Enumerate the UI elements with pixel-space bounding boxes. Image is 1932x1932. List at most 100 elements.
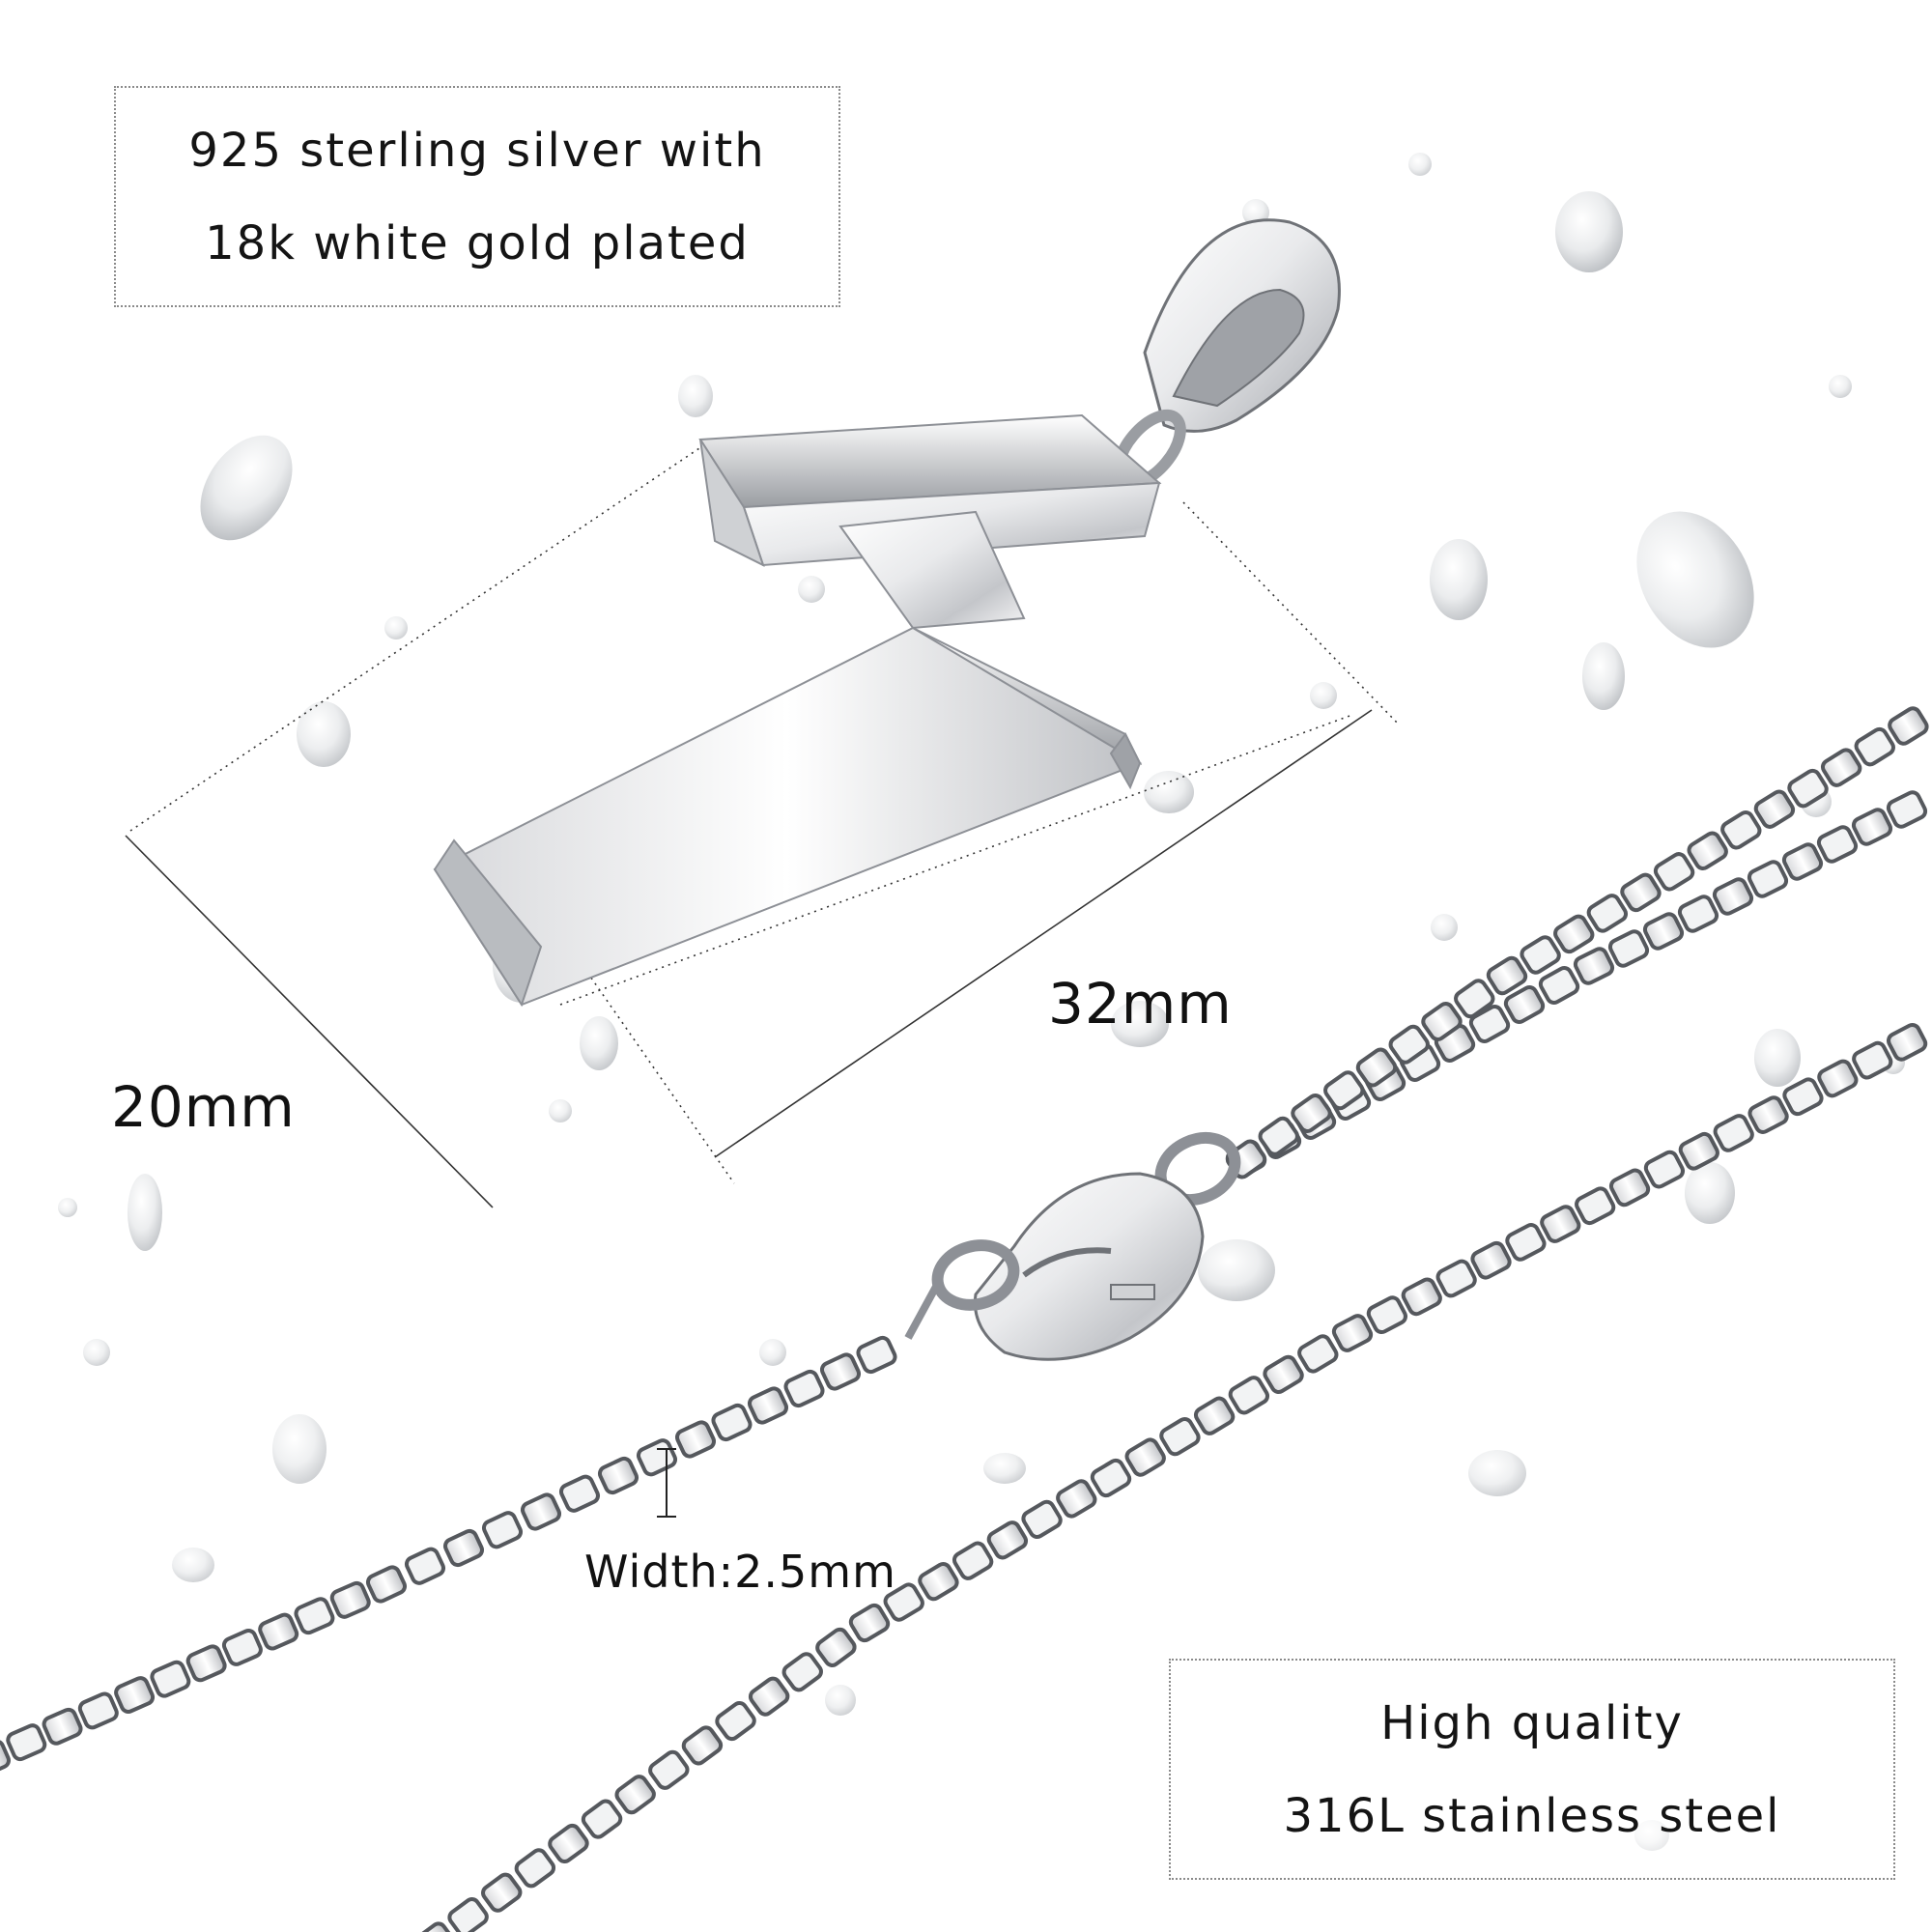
water-drop-icon [678, 375, 713, 417]
cross-beam [433, 510, 1143, 1008]
chain-link [856, 1335, 897, 1375]
chain-link [1851, 808, 1893, 846]
water-drop-icon [1829, 375, 1852, 398]
chain-link [365, 1565, 408, 1604]
chain-link [42, 1707, 83, 1746]
chain-link [1608, 1168, 1651, 1208]
chain-link [1747, 860, 1789, 898]
chain-link [114, 1676, 156, 1714]
clasp-lever [1110, 1284, 1155, 1300]
water-drop-icon [1636, 511, 1754, 648]
material-info-box: 925 sterling silver with 18k white gold … [114, 86, 840, 307]
water-drop-icon [759, 1339, 786, 1366]
chain-link [1653, 852, 1695, 892]
water-drop-icon [798, 576, 825, 603]
chain-link [1228, 1376, 1270, 1415]
chain-link [986, 1520, 1029, 1560]
water-drop-icon [1111, 1001, 1169, 1047]
chain-link [1886, 790, 1928, 829]
chain-link [581, 1799, 623, 1839]
chain-link [681, 1725, 724, 1766]
water-drop-icon [384, 616, 408, 639]
chain-link [1781, 842, 1824, 881]
chain-link [1586, 894, 1629, 933]
chain-link [294, 1597, 335, 1635]
chain-link [781, 1652, 823, 1692]
chain-link [1782, 1077, 1824, 1117]
chain-link [1787, 768, 1829, 809]
chain-link [1258, 1116, 1299, 1156]
chain-link [1486, 955, 1528, 996]
chain-link [883, 1582, 924, 1622]
chain-link [1263, 1354, 1304, 1395]
chain-link [329, 1580, 371, 1619]
bail [1113, 218, 1341, 490]
chain-link [1323, 1070, 1365, 1111]
arm-left-end [699, 439, 765, 567]
chain-link [918, 1561, 959, 1602]
chain-link [1687, 831, 1728, 870]
water-drop-icon [297, 701, 351, 767]
chain-width-label: Width:2.5mm [584, 1546, 896, 1598]
dimension-line-length [714, 709, 1373, 1158]
water-drop-icon [1430, 539, 1488, 620]
chain-link [1520, 935, 1561, 975]
water-drop-icon [1468, 1450, 1526, 1496]
water-drop-icon [128, 1174, 162, 1251]
chain-link [1575, 1186, 1616, 1226]
bail-inner [1172, 288, 1305, 408]
chain-link [1747, 1095, 1789, 1134]
chain-link [1642, 912, 1685, 951]
water-drop-icon [58, 1198, 77, 1217]
chain-link [952, 1541, 994, 1580]
chain-link [1297, 1334, 1339, 1374]
chain-link [1643, 1150, 1686, 1189]
chain-link [447, 1897, 489, 1932]
chain-link [258, 1612, 299, 1651]
chain-link [1021, 1499, 1063, 1540]
clasp-gate [1022, 1247, 1112, 1278]
water-drop-icon [200, 435, 293, 541]
chain-link [520, 1492, 562, 1531]
chain-link [1470, 1240, 1512, 1280]
chain-link [0, 1739, 11, 1777]
water-drop-icon [825, 1685, 856, 1716]
chain-link [674, 1420, 717, 1459]
chain-link [558, 1474, 601, 1513]
clasp-wire [904, 1283, 941, 1340]
chain-link [1435, 1259, 1477, 1298]
chain-link [1820, 748, 1862, 787]
chain-link [514, 1848, 556, 1889]
clasp-body [973, 1172, 1205, 1361]
guide-line [129, 443, 706, 832]
lobster-clasp-icon [904, 1131, 1241, 1361]
chain-link [1503, 985, 1546, 1024]
water-drop-icon [549, 1099, 572, 1122]
water-drop-icon [1685, 1162, 1735, 1224]
material-line-2: 18k white gold plated [205, 215, 750, 270]
water-drop-icon [1198, 1239, 1275, 1301]
water-drop-icon [58, 153, 1905, 1851]
chain-link [614, 1775, 656, 1815]
water-drop-icon [1555, 191, 1623, 272]
chain-link [1355, 1047, 1398, 1088]
chain-link [748, 1676, 790, 1717]
chain-link [636, 1438, 678, 1477]
chain-link [1401, 1277, 1442, 1317]
chain-link [1888, 706, 1929, 746]
guide-line [1182, 501, 1400, 725]
chain-link [1454, 979, 1495, 1019]
chain-link [548, 1823, 589, 1864]
chain-link [815, 1627, 857, 1667]
chain-link [819, 1352, 862, 1391]
quality-line-1: High quality [1380, 1695, 1684, 1750]
chain-link [1620, 872, 1662, 913]
chain-link [1607, 929, 1650, 968]
water-drop-icon [1431, 914, 1458, 941]
chain-link [1753, 789, 1796, 829]
chain-link [77, 1691, 119, 1730]
water-drop-icon [1408, 153, 1432, 176]
water-drop-icon [580, 1016, 618, 1070]
beam-right-end [1109, 732, 1142, 790]
chain-link [404, 1547, 446, 1585]
